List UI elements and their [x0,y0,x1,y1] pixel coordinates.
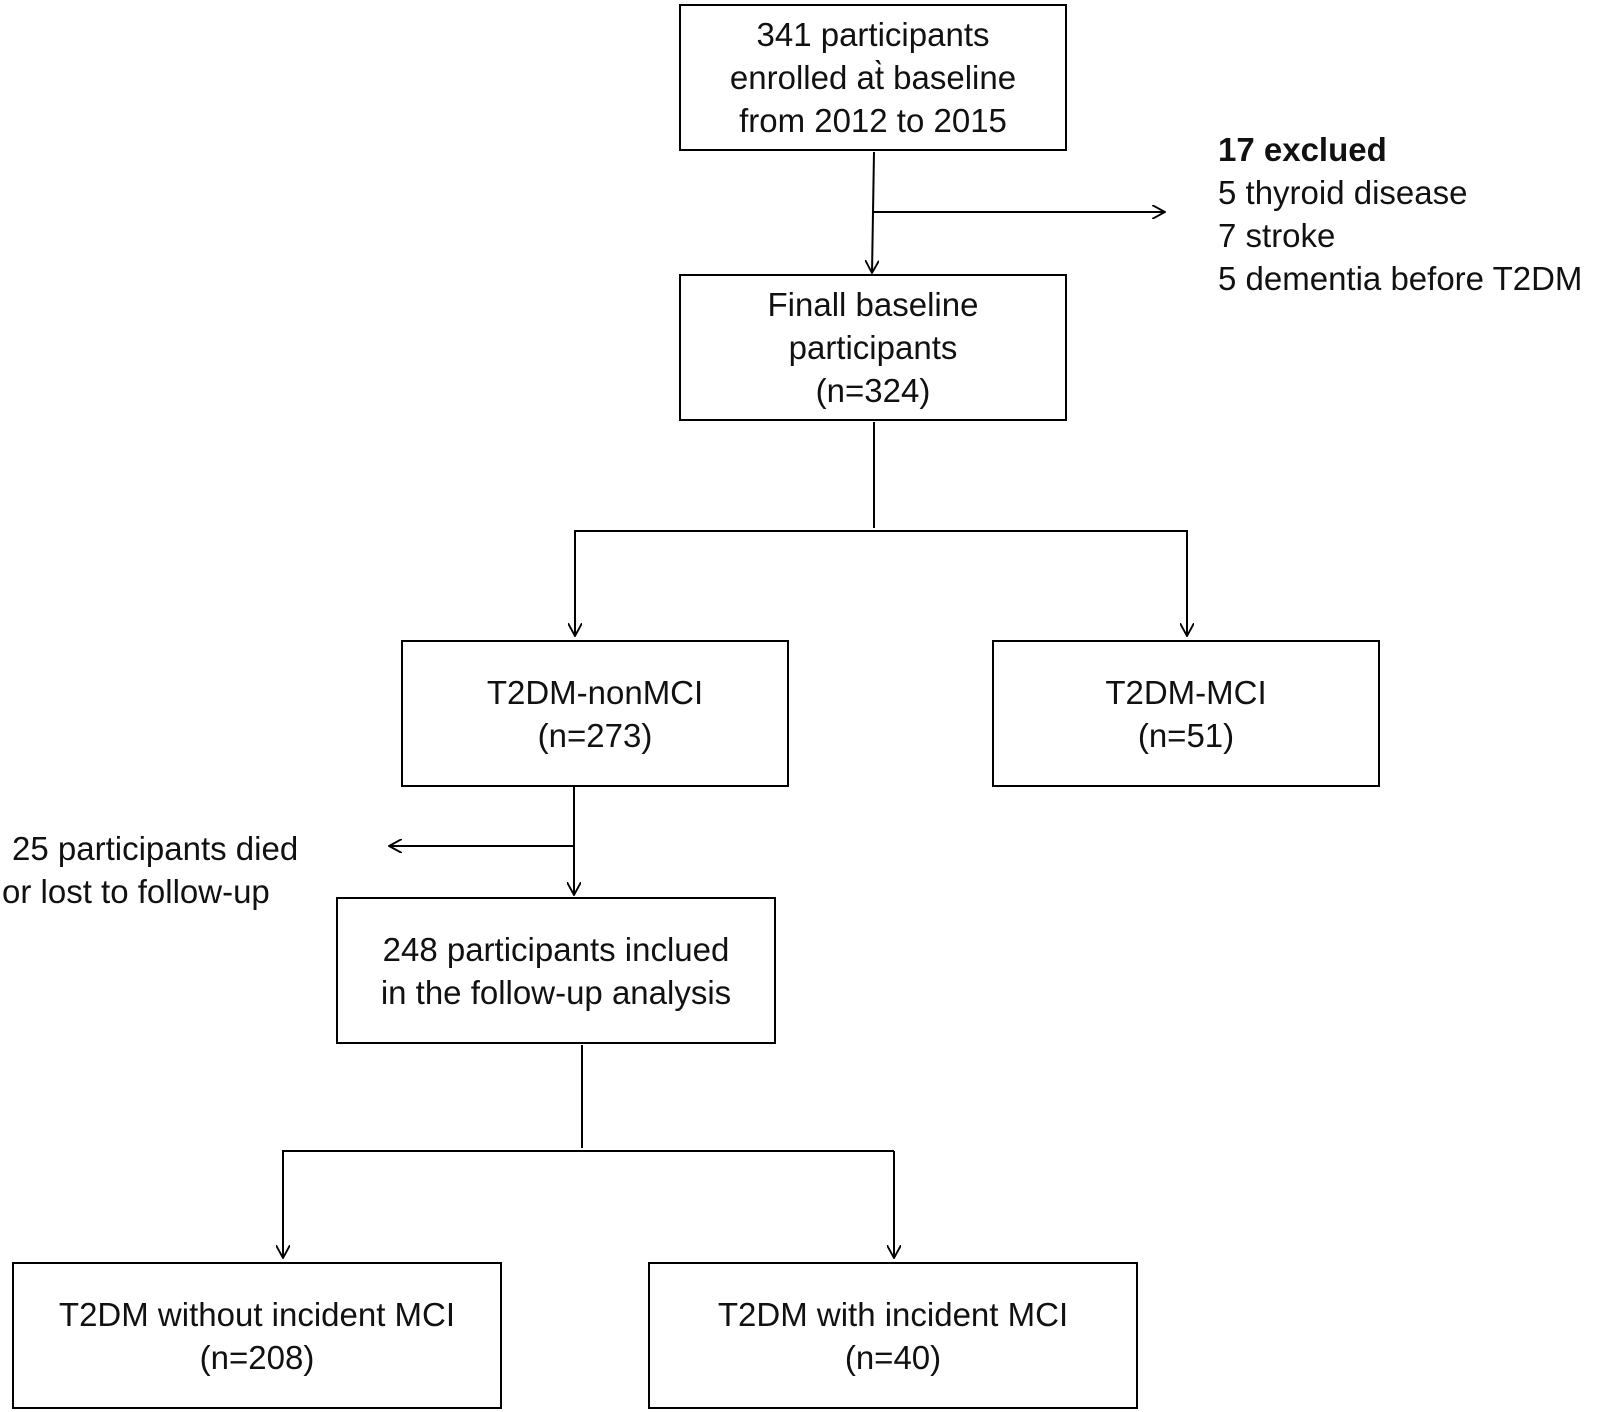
box-without-incident-mci: T2DM without incident MCI (n=208) [12,1262,502,1409]
box-without-line-1: T2DM without incident MCI [58,1295,456,1333]
box-final-baseline: Finall baseline participants (n=324) [679,274,1067,421]
box-mci-line-1: T2DM-MCI [1105,673,1267,711]
box-t2dm-nonmci: T2DM-nonMCI (n=273) [401,640,789,787]
excluded-heading: 17 exclued [1218,131,1387,168]
box-mci-line-2: (n=51) [1137,716,1235,754]
box-with-incident-mci: T2DM with incident MCI (n=40) [648,1262,1138,1409]
lost-note: 25 participants died or lost to follow-u… [2,827,298,913]
lost-line: or lost to follow-up [2,873,270,910]
box-nonmci-line-1: T2DM-nonMCI [486,673,704,711]
excluded-item: 5 dementia before T2DM [1218,260,1583,297]
lost-line: 25 participants died [12,830,299,867]
box-with-line-1: T2DM with incident MCI [717,1295,1069,1333]
box-final-line-2: participants [788,329,958,366]
box-enrolled-line-3: from 2012 to 2015 [739,102,1007,139]
box-with-line-2: (n=40) [844,1338,942,1376]
box-followup-line-2: in the follow-up analysis [380,973,732,1011]
box-t2dm-mci: T2DM-MCI (n=51) [992,640,1380,787]
box-final-line-3: (n=324) [815,372,931,409]
box-enrolled: 341 participants enrolled at̀ baseline f… [679,4,1067,151]
box-nonmci-line-2: (n=273) [537,716,653,754]
box-without-line-2: (n=208) [199,1338,315,1376]
excluded-note: 17 exclued 5 thyroid disease 7 stroke 5 … [1218,128,1582,300]
excluded-item: 5 thyroid disease [1218,174,1468,211]
box-enrolled-line-2: enrolled at̀ baseline [729,59,1017,96]
box-enrolled-line-1: 341 participants [756,16,990,53]
box-final-line-1: Finall baseline [767,286,979,323]
box-followup: 248 participants inclued in the follow-u… [336,897,776,1044]
excluded-item: 7 stroke [1218,217,1336,254]
box-followup-line-1: 248 participants inclued [382,930,730,968]
